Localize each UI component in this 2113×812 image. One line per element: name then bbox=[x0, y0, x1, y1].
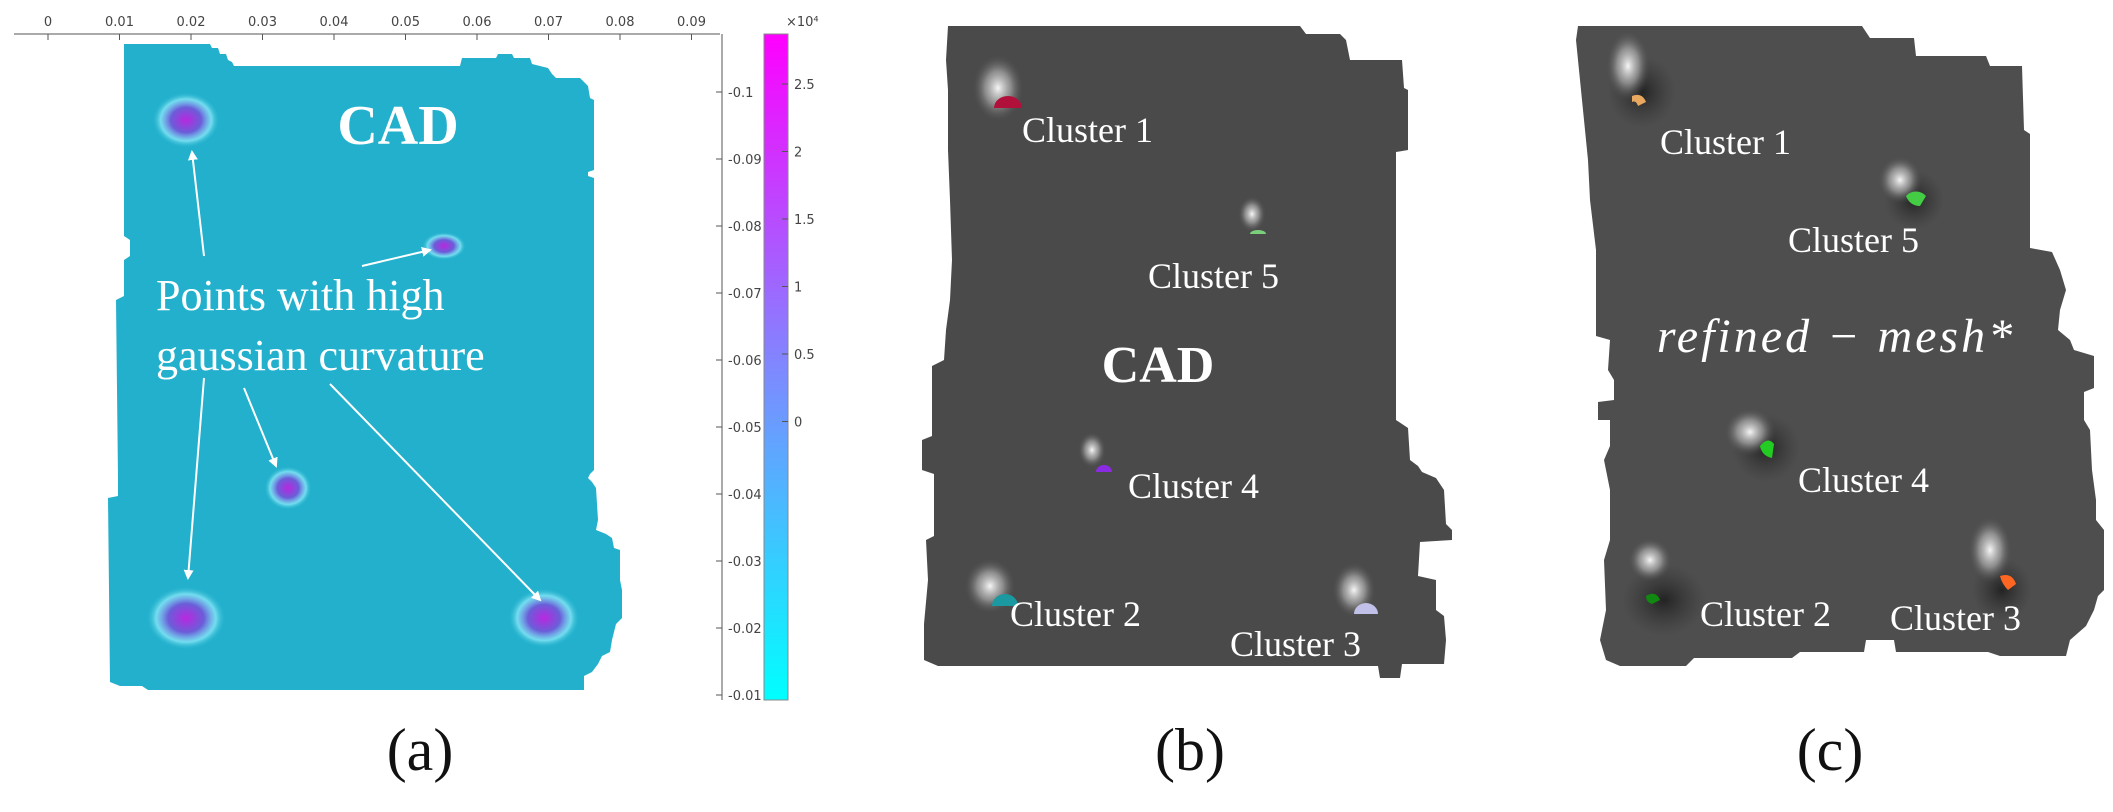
cluster-glow bbox=[1238, 196, 1266, 232]
panel-c: Cluster 1 Cluster 5 Cluster 4 Cluster 2 … bbox=[1576, 26, 2104, 783]
cluster-label: Cluster 3 bbox=[1230, 624, 1361, 664]
panel-a-title: CAD bbox=[337, 95, 458, 157]
y-tick-label: -0.1 bbox=[728, 86, 753, 101]
curvature-point bbox=[146, 586, 226, 650]
cluster-label: Cluster 5 bbox=[1148, 256, 1279, 296]
cluster-label: Cluster 2 bbox=[1010, 594, 1141, 634]
x-tick-label: 0 bbox=[44, 15, 52, 30]
panel-a-caption: (a) bbox=[387, 717, 454, 783]
y-tick-label: -0.09 bbox=[728, 153, 762, 168]
y-tick-label: -0.04 bbox=[728, 488, 762, 503]
cluster-label: Cluster 1 bbox=[1660, 122, 1791, 162]
cluster-marker bbox=[1354, 603, 1378, 614]
curvature-point bbox=[152, 92, 220, 148]
y-tick-label: -0.01 bbox=[728, 689, 762, 704]
panel-c-title: refined − mesh* bbox=[1657, 310, 2015, 363]
colorbar-exponent: ×10⁴ bbox=[786, 15, 819, 30]
cluster-marker bbox=[1760, 440, 1774, 458]
x-tick-label: 0.03 bbox=[248, 15, 277, 30]
cluster-label: Cluster 3 bbox=[1890, 598, 2021, 638]
x-tick-label: 0.04 bbox=[320, 15, 349, 30]
surface-a bbox=[108, 44, 622, 690]
cluster-shadow bbox=[1622, 564, 1706, 636]
y-tick-label: -0.05 bbox=[728, 421, 762, 436]
surface-b bbox=[922, 26, 1452, 678]
cluster-marker bbox=[1632, 94, 1646, 106]
x-tick-label: 0.07 bbox=[534, 15, 563, 30]
cluster-label: Cluster 1 bbox=[1022, 110, 1153, 150]
y-tick-label: -0.07 bbox=[728, 287, 762, 302]
colorbar-tick-label: 0.5 bbox=[794, 348, 815, 363]
panel-c-caption: (c) bbox=[1797, 717, 1864, 783]
cluster-glow bbox=[1606, 30, 1650, 102]
y-tick-label: -0.08 bbox=[728, 220, 762, 235]
x-tick-label: 0.08 bbox=[606, 15, 635, 30]
cluster-marker bbox=[994, 96, 1022, 108]
panel-b-caption: (b) bbox=[1155, 717, 1225, 783]
cluster-marker bbox=[1646, 593, 1660, 604]
arrow bbox=[183, 377, 205, 580]
panel-b-title: CAD bbox=[1102, 337, 1215, 394]
x-tick-label: 0.01 bbox=[105, 15, 134, 30]
x-tick-label: 0.09 bbox=[677, 15, 706, 30]
x-tick-label: 0.02 bbox=[177, 15, 206, 30]
colorbar-tick-label: 0 bbox=[794, 416, 802, 431]
cluster-marker bbox=[992, 594, 1018, 606]
curvature-point bbox=[264, 466, 312, 510]
cluster-marker bbox=[1250, 230, 1266, 234]
cluster-glow bbox=[1078, 432, 1106, 468]
curvature-point bbox=[508, 588, 580, 648]
x-axis: 0 0.01 0.02 0.03 0.04 0.05 0.06 0.07 0.08 0.09 bbox=[14, 15, 720, 40]
y-tick-label: -0.03 bbox=[728, 555, 762, 570]
cluster-markers-c bbox=[1606, 30, 2032, 636]
y-axis: -0.1 -0.09 -0.08 -0.07 -0.06 -0.05 -0.04 -0.03 -… bbox=[716, 34, 762, 704]
y-tick-label: -0.02 bbox=[728, 622, 762, 637]
cluster-label: Cluster 4 bbox=[1128, 466, 1259, 506]
colorbar-tick-label: 1.5 bbox=[794, 213, 815, 228]
x-tick-label: 0.06 bbox=[463, 15, 492, 30]
colorbar-bar bbox=[763, 33, 789, 701]
cluster-markers-b bbox=[964, 54, 1378, 618]
curvature-points bbox=[146, 92, 580, 650]
panel-a: 0 0.01 0.02 0.03 0.04 0.05 0.06 0.07 0.08 0.09 -0… bbox=[14, 15, 819, 783]
y-tick-label: -0.06 bbox=[728, 354, 762, 369]
arrow bbox=[361, 246, 432, 267]
colorbar-tick-label: 2 bbox=[794, 146, 802, 161]
arrow bbox=[243, 387, 278, 468]
annotation-arrows bbox=[183, 150, 542, 602]
cluster-glow bbox=[1878, 156, 1922, 204]
cluster-marker bbox=[2000, 575, 2016, 590]
cluster-label: Cluster 4 bbox=[1798, 460, 1929, 500]
cluster-glow bbox=[1628, 538, 1672, 582]
colorbar-tick-label: 2.5 bbox=[794, 78, 815, 93]
panel-b: Cluster 1 Cluster 5 Cluster 4 Cluster 2 … bbox=[922, 26, 1452, 783]
annotation-line-2: gaussian curvature bbox=[156, 331, 485, 380]
colorbar: ×10⁴ 2.5 2 1.5 1 0.5 0 bbox=[763, 15, 819, 701]
curvature-point bbox=[422, 232, 466, 260]
arrow bbox=[187, 150, 205, 257]
x-tick-label: 0.05 bbox=[391, 15, 420, 30]
cluster-label: Cluster 2 bbox=[1700, 594, 1831, 634]
colorbar-tick-label: 1 bbox=[794, 281, 802, 296]
arrow bbox=[329, 383, 542, 602]
annotation-line-1: Points with high bbox=[156, 271, 445, 320]
cluster-marker bbox=[1906, 191, 1926, 206]
cluster-label: Cluster 5 bbox=[1788, 220, 1919, 260]
cluster-marker bbox=[1096, 465, 1112, 472]
cluster-glow bbox=[972, 54, 1024, 122]
surface-c bbox=[1576, 26, 2104, 666]
cluster-glow bbox=[1968, 516, 2012, 584]
